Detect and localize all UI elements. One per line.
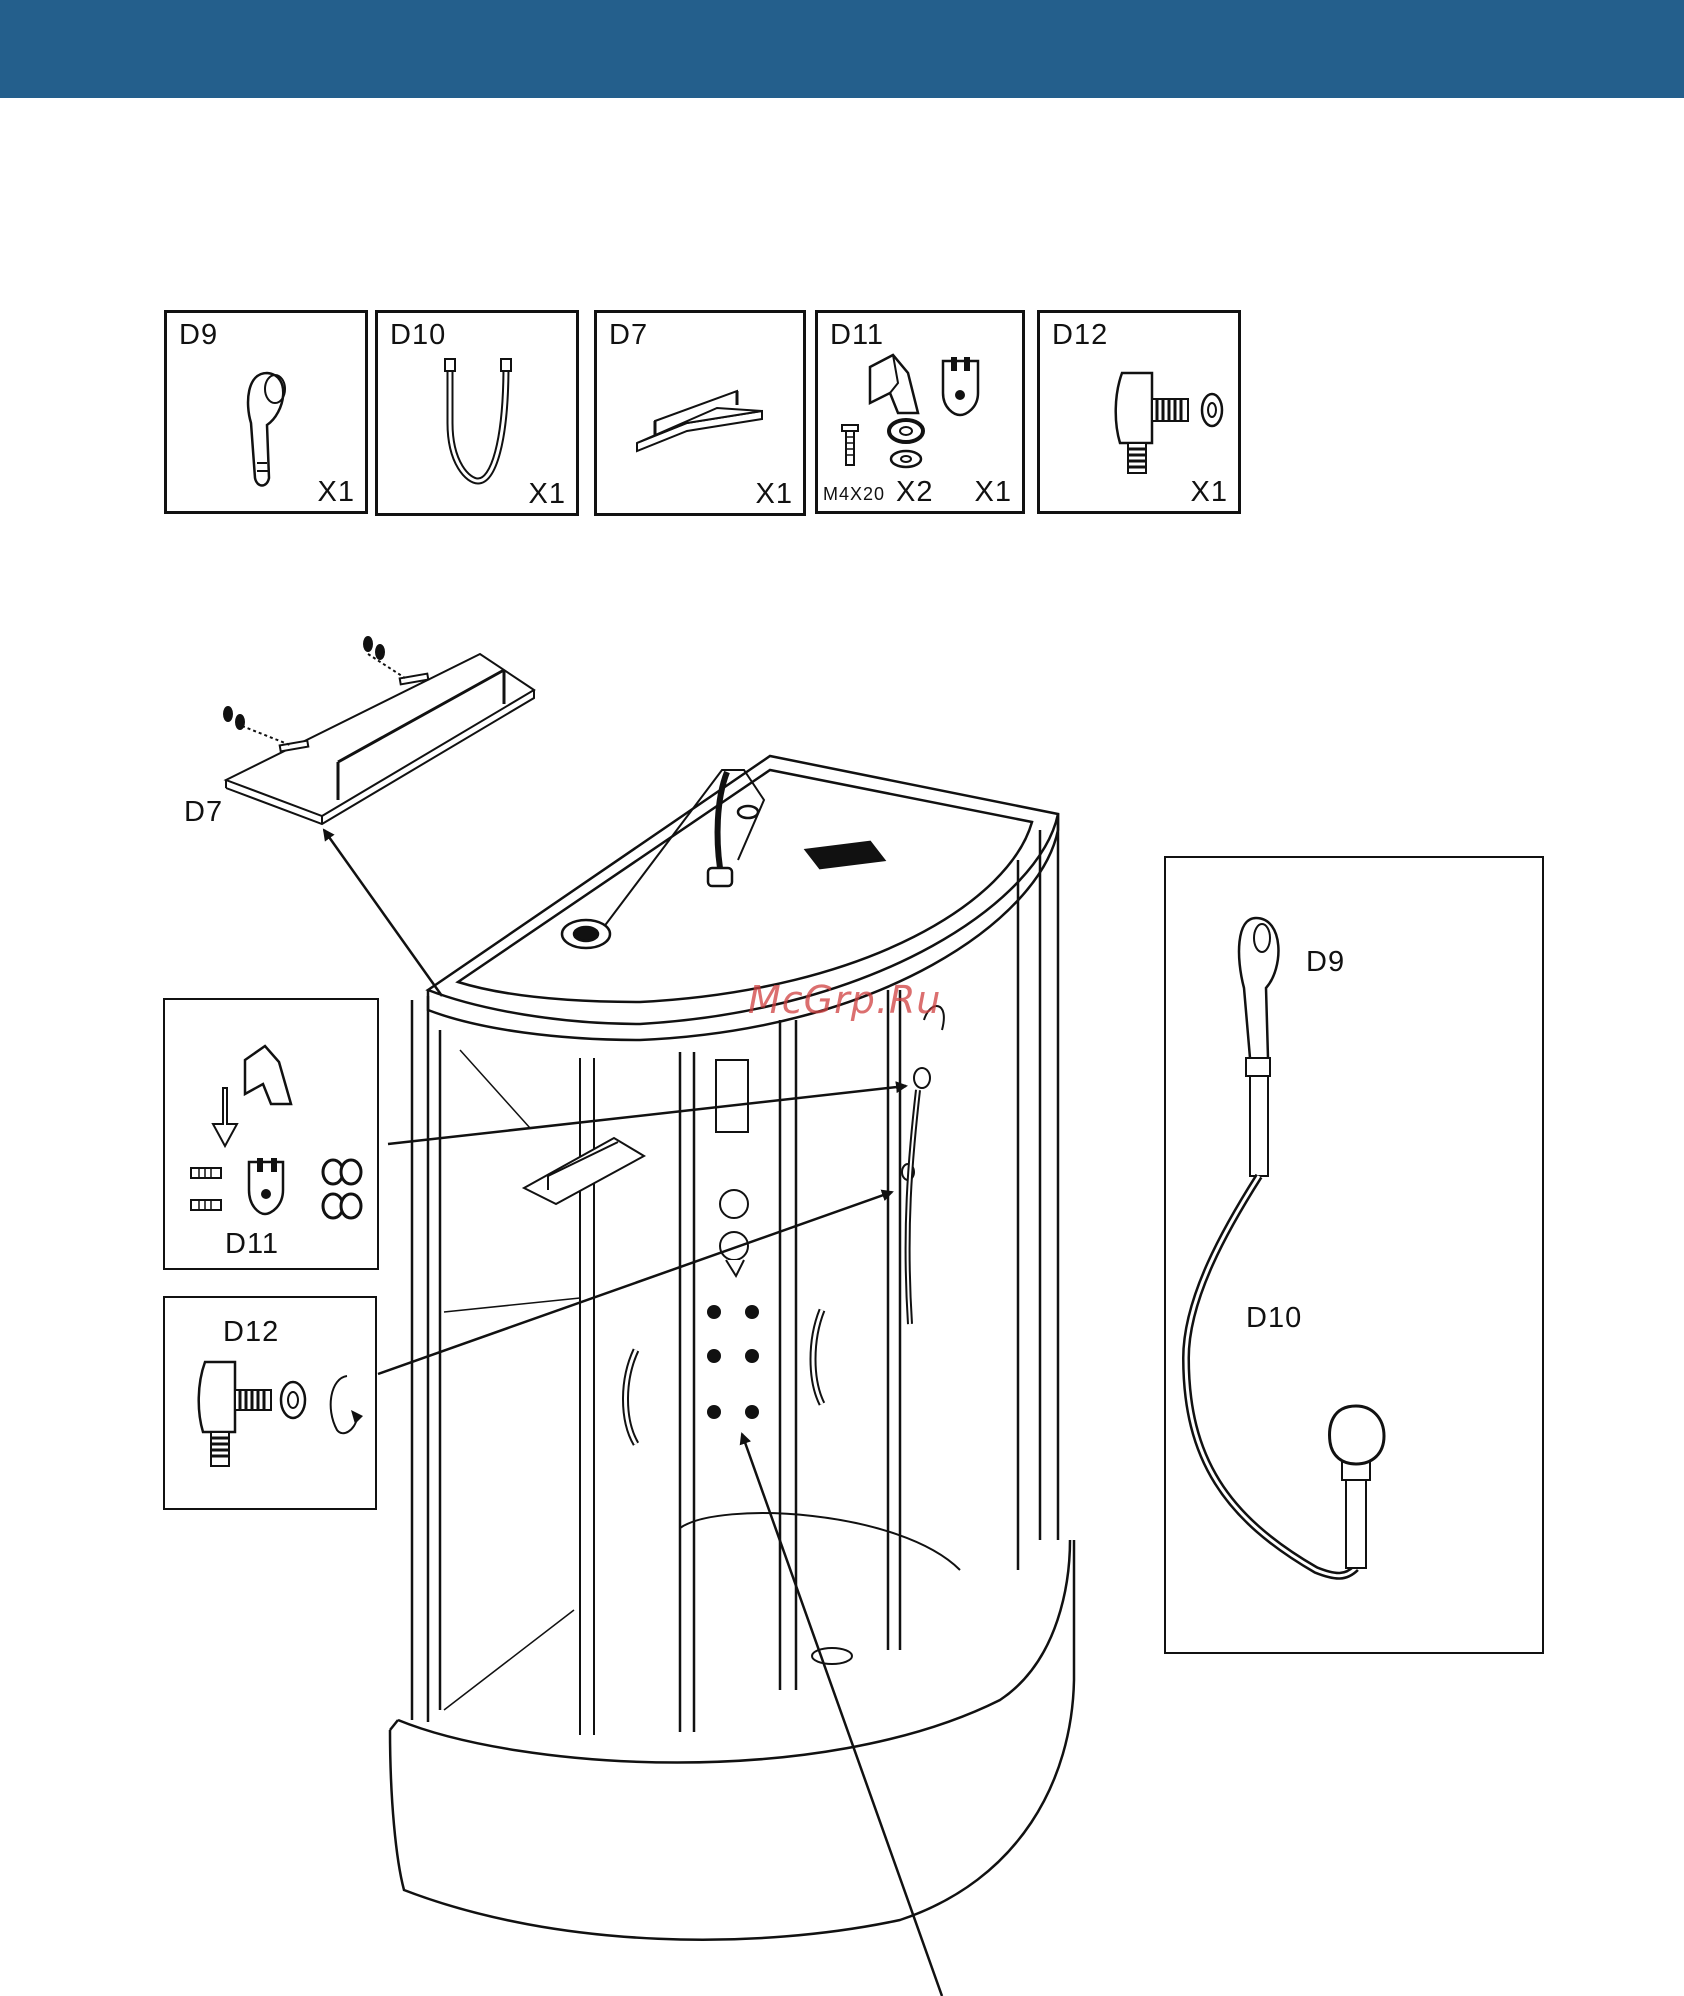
hand-shower-hose-icon <box>1166 858 1542 1652</box>
callout-label-d7: D7 <box>184 796 223 829</box>
detail-box-d11: D11 <box>163 998 379 1270</box>
detail-box-d12: D12 <box>163 1296 377 1510</box>
watermark-text: McGrp.Ru <box>748 978 941 1022</box>
connector-assembly-icon <box>165 1298 375 1508</box>
exploded-shelf <box>224 637 534 824</box>
callout-label-d11: D11 <box>225 1228 279 1261</box>
cabin-structure <box>390 756 1074 1940</box>
detail-box-d9-d10: D9 D10 <box>1164 856 1544 1654</box>
